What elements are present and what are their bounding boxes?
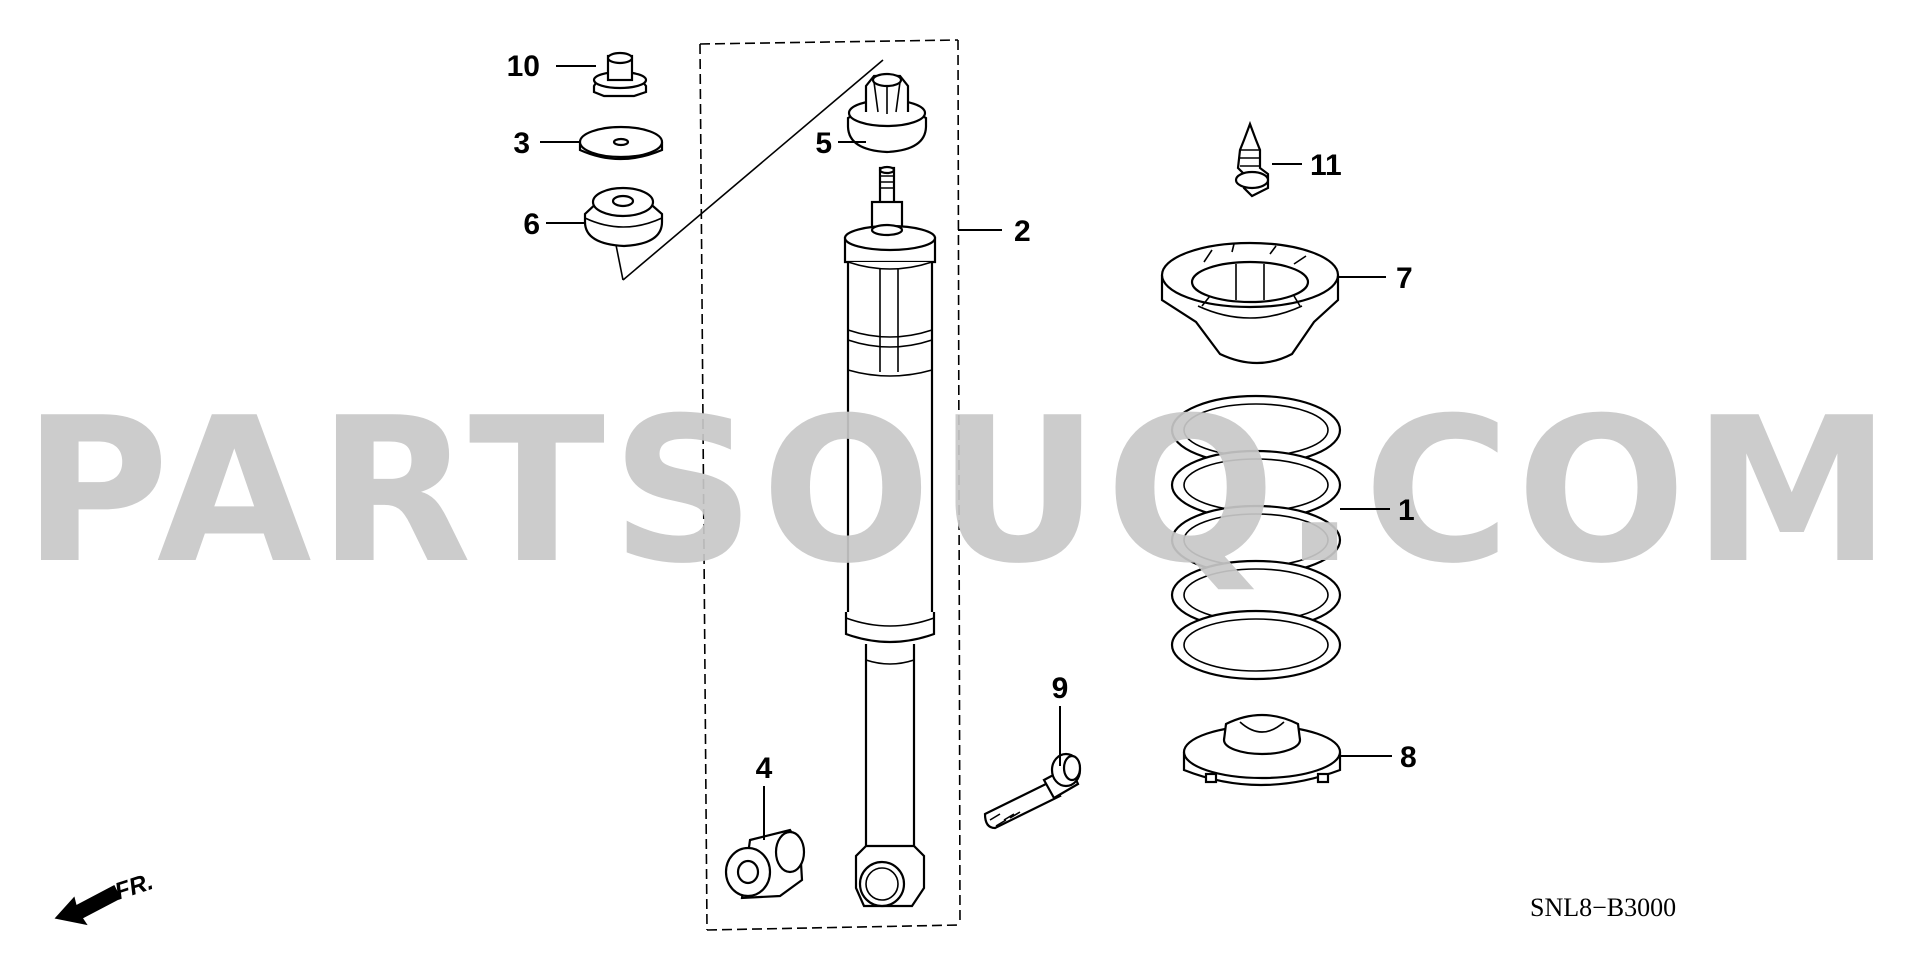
callout-9[interactable]: 9 [1052, 672, 1069, 705]
front-arrow-icon [54, 884, 121, 926]
lower-spring-seat-part[interactable] [1182, 714, 1342, 787]
drawing-code: SNL8−B3000 [1530, 893, 1676, 922]
upper-mount-rubber-part[interactable] [846, 72, 928, 154]
lower-mount-rubber-part[interactable] [583, 186, 664, 248]
callout-8[interactable]: 8 [1400, 741, 1417, 774]
callout-1[interactable]: 1 [1398, 494, 1415, 527]
callout-3[interactable]: 3 [513, 127, 530, 160]
washer-part[interactable] [578, 125, 664, 161]
front-direction-indicator: FR. [54, 868, 157, 926]
upper-spring-seat-part[interactable] [1160, 241, 1340, 364]
shock-absorber-part[interactable] [843, 165, 937, 908]
callout-6[interactable]: 6 [523, 208, 540, 241]
callout-7[interactable]: 7 [1396, 262, 1413, 295]
bump-stop-part[interactable] [1234, 120, 1270, 198]
callout-4[interactable]: 4 [756, 752, 773, 785]
front-label: FR. [112, 868, 157, 906]
bolt-part[interactable] [983, 752, 1082, 830]
coil-spring-part[interactable] [1170, 394, 1342, 681]
callout-10[interactable]: 10 [507, 50, 540, 83]
watermark-text: PARTSOUQ.COM [23, 375, 1898, 608]
shock-assembly-group-box [615, 39, 961, 931]
callout-11[interactable]: 11 [1310, 149, 1342, 182]
callout-2[interactable]: 2 [1014, 215, 1031, 248]
callout-5[interactable]: 5 [815, 127, 832, 160]
leader-lines [540, 65, 1392, 840]
bushing-part[interactable] [724, 828, 806, 900]
nut-part[interactable] [592, 51, 648, 98]
